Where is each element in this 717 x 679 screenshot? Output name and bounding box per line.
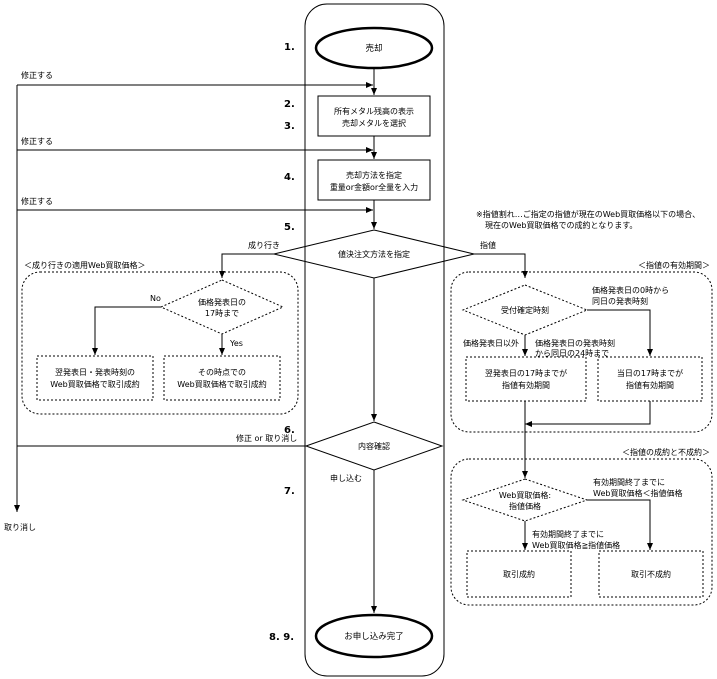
step-3: 3. <box>284 121 295 132</box>
market-box-right-line1: その時点での <box>198 368 246 377</box>
branch-market-line <box>219 253 274 278</box>
step-2: 2. <box>284 99 295 110</box>
limit-right-line <box>587 309 653 356</box>
label-apply: 申し込む <box>330 473 362 483</box>
limit-merge-line <box>525 401 651 427</box>
main-lane <box>304 3 445 677</box>
execution-box-right <box>598 550 704 598</box>
label-cancel: 取り消し <box>4 522 36 532</box>
label-modify-1: 修正する <box>21 70 53 80</box>
step-4: 4. <box>284 172 295 183</box>
box-sell-method-line1: 売却方法を指定 <box>346 170 402 180</box>
box-select-metal <box>317 95 431 137</box>
note-line-2: 現在のWeb買取価格での成約となります。 <box>485 220 637 230</box>
execution-left-label-1: 有効期間終了までに <box>532 529 604 539</box>
market-box-left <box>36 355 154 401</box>
box-select-metal-line1: 所有メタル残高の表示 <box>334 106 414 116</box>
start-label: 売却 <box>365 43 382 54</box>
limit-box-right-line2: 指値有効期間 <box>626 380 674 390</box>
limit-box-left-line1: 翌発表日の17時までが <box>485 368 567 378</box>
box-sell-method-line2: 重量or金額or全量を入力 <box>330 182 418 192</box>
limit-box-right-line1: 当日の17時までが <box>617 368 683 378</box>
label-yes: Yes <box>229 339 243 348</box>
box-sell-method <box>317 159 431 201</box>
step-7: 7. <box>284 486 295 497</box>
execution-right-line <box>587 499 653 550</box>
market-box-left-line1: 翌発表日・発表時刻の <box>55 367 135 377</box>
execution-right-label-1: 有効期間終了までに <box>593 477 665 487</box>
limit-left-label-2a: 価格発表日の発表時刻 <box>535 338 615 348</box>
end-label: お申し込み完了 <box>344 631 404 642</box>
label-modify-3: 修正する <box>21 196 53 206</box>
limit-box-left <box>465 356 587 402</box>
execution-decision-line2: 指値価格 <box>509 501 541 511</box>
step-1: 1. <box>284 42 295 53</box>
label-no: No <box>150 294 161 303</box>
limit-section-title: ＜指値の有効期間＞ <box>638 260 710 270</box>
execution-section-title: ＜指値の成約と不成約＞ <box>622 447 710 457</box>
label-limit: 指値 <box>480 240 496 250</box>
market-decision-line2: 17時まで <box>205 309 239 318</box>
decision-order-method-label: 値決注文方法を指定 <box>338 249 410 259</box>
execution-box-left <box>466 550 572 598</box>
limit-left-label-1: 価格発表日以外 <box>463 338 519 348</box>
limit-right-label-2: 同日の発表時刻 <box>592 296 648 306</box>
limit-decision-label: 受付確定時刻 <box>501 305 549 315</box>
market-section-frame <box>21 271 299 415</box>
note-line-1: ※指値割れ…ご指定の指値が現在のWeb買取価格以下の場合、 <box>476 209 700 219</box>
execution-box-left-label: 取引成約 <box>503 569 535 579</box>
end-terminal <box>314 613 434 659</box>
execution-box-right-label: 取引不成約 <box>631 569 671 579</box>
limit-left-label-2b: から同日の24時まで <box>535 349 609 358</box>
execution-left-label-2: Web買取価格≧指値価格 <box>532 540 620 550</box>
market-box-right-line2: Web買取価格で取引成約 <box>177 379 266 389</box>
market-box-right <box>163 355 281 401</box>
execution-decision <box>461 478 589 522</box>
box-select-metal-line2: 売却メタルを選択 <box>342 118 406 128</box>
market-section-title: ＜成り行きの適用Web買取価格＞ <box>24 260 145 270</box>
market-decision <box>159 279 285 335</box>
label-modify-or-cancel: 修正 or 取り消し <box>236 433 297 443</box>
limit-box-right <box>597 356 703 402</box>
market-decision-line1: 価格発表日の <box>198 297 246 307</box>
step-6: 6. <box>284 425 295 436</box>
step-8-9: 8. 9. <box>269 632 294 643</box>
execution-decision-line1: Web買取価格: <box>499 490 551 500</box>
limit-section-frame <box>450 271 713 433</box>
limit-right-label-1: 価格発表日の0時から <box>592 285 669 295</box>
execution-right-label-2: Web買取価格＜指値価格 <box>593 488 682 498</box>
label-market: 成り行き <box>248 240 280 250</box>
label-modify-2: 修正する <box>21 136 53 146</box>
limit-box-left-line2: 指値有効期間 <box>502 380 550 390</box>
market-no-line <box>92 306 161 355</box>
market-box-left-line2: Web買取価格で取引成約 <box>50 379 139 389</box>
branch-limit-line <box>474 253 528 278</box>
execution-section-frame <box>450 458 713 606</box>
decision-confirm-label: 内容確認 <box>358 441 390 451</box>
step-5: 5. <box>284 222 295 233</box>
